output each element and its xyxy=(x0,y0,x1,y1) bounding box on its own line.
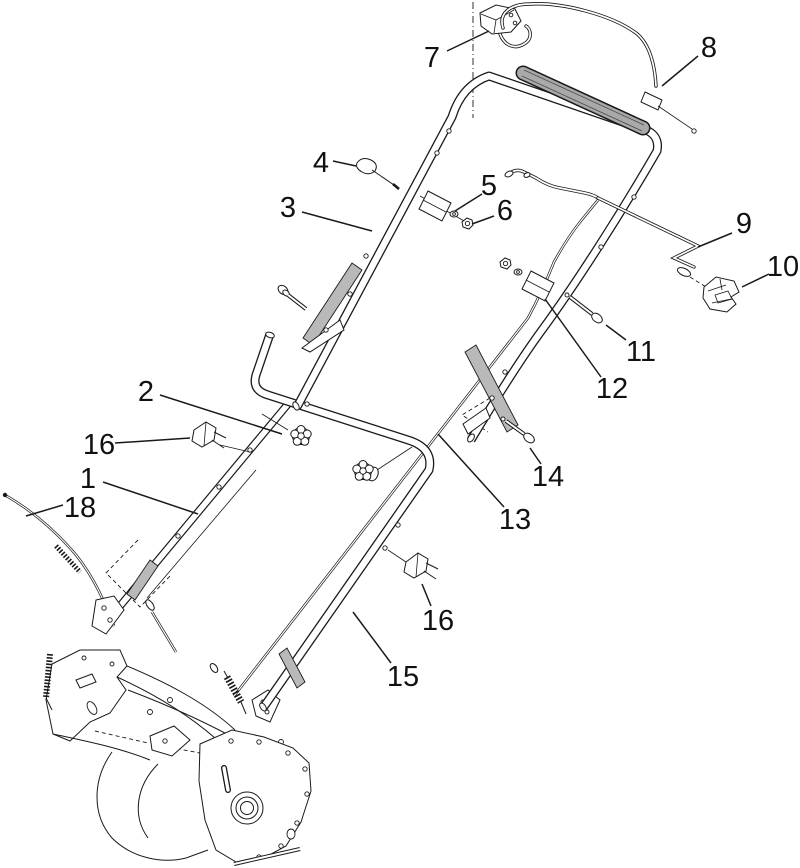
nut-6 xyxy=(461,217,474,230)
callout-9-label: 9 xyxy=(736,208,752,240)
clamp-assembly-left xyxy=(418,190,474,230)
callout-11-leader xyxy=(605,324,627,341)
callout-8-label: 8 xyxy=(701,32,717,64)
callout-13-leader xyxy=(437,433,505,508)
callout-1: 1 xyxy=(80,463,199,515)
callout-7-leader xyxy=(446,30,490,52)
mower-deck xyxy=(43,649,312,866)
callout-12-leader xyxy=(544,298,602,378)
brake-cable xyxy=(232,199,600,697)
lower-handle-13-15 xyxy=(250,331,435,712)
callout-2-leader xyxy=(159,394,283,435)
knob-2-left xyxy=(290,425,312,446)
wire-rod-9 xyxy=(596,196,707,288)
reference-dashed-lines xyxy=(94,2,491,754)
lever-4 xyxy=(356,158,400,190)
callout-15-leader xyxy=(352,611,392,664)
callout-3: 3 xyxy=(280,192,373,232)
rod-18 xyxy=(2,492,116,627)
callout-8: 8 xyxy=(661,32,717,87)
callout-11: 11 xyxy=(605,324,656,368)
callout-2: 2 xyxy=(138,376,283,435)
cable-conduit xyxy=(504,168,600,200)
callout-5: 5 xyxy=(454,170,497,212)
nut xyxy=(499,257,512,270)
callout-16b-leader xyxy=(421,583,432,607)
callout-18: 18 xyxy=(25,492,96,524)
callout-16a-label: 16 xyxy=(83,429,115,461)
callout-12: 12 xyxy=(544,298,628,405)
callout-7: 7 xyxy=(424,30,490,74)
clamp-assembly-12 xyxy=(499,257,603,324)
callout-4: 4 xyxy=(313,147,357,179)
callout-6: 6 xyxy=(471,195,513,227)
knob-2-right xyxy=(352,460,379,482)
callout-1-label: 1 xyxy=(80,463,96,495)
callout-3-leader xyxy=(301,211,373,232)
callout-15-label: 15 xyxy=(387,661,419,693)
callout-7-label: 7 xyxy=(424,42,440,74)
callout-14: 14 xyxy=(529,447,564,493)
bracket-10 xyxy=(702,276,740,313)
callout-5-label: 5 xyxy=(481,170,497,202)
callout-10-label: 10 xyxy=(767,251,799,283)
callout-10-leader xyxy=(741,273,770,288)
callout-4-label: 4 xyxy=(313,147,329,179)
callout-16a-leader xyxy=(114,437,191,444)
callout-9-leader xyxy=(697,232,733,248)
screw-11 xyxy=(564,292,603,324)
left-cable xyxy=(145,469,257,653)
bolt-left-leg xyxy=(277,284,308,311)
handle-grip xyxy=(515,65,651,136)
cable-clip-16-lower xyxy=(403,552,439,580)
callout-2-label: 2 xyxy=(138,376,154,408)
upper-handle-3 xyxy=(292,65,662,443)
callout-5-leader xyxy=(454,193,483,212)
callout-3-label: 3 xyxy=(280,192,296,224)
callout-6-label: 6 xyxy=(497,195,513,227)
callout-8-leader xyxy=(661,55,699,87)
callout-18-leader xyxy=(25,504,64,517)
callout-18-label: 18 xyxy=(64,492,96,524)
callout-9: 9 xyxy=(697,208,752,248)
callout-16b: 16 xyxy=(421,583,454,637)
callout-4-leader xyxy=(332,160,357,167)
callout-13: 13 xyxy=(437,433,531,536)
callout-6-leader xyxy=(471,215,495,225)
callout-16b-label: 16 xyxy=(422,605,454,637)
callout-14-leader xyxy=(529,447,542,465)
cable-clip-16-upper xyxy=(191,421,251,453)
bail-rod-8 xyxy=(500,2,697,134)
callout-13-label: 13 xyxy=(499,504,531,536)
callout-14-label: 14 xyxy=(532,461,564,493)
callout-15: 15 xyxy=(352,611,419,693)
screw-14 xyxy=(500,416,535,444)
callout-16a: 16 xyxy=(83,429,191,461)
callout-11-label: 11 xyxy=(626,336,656,368)
callout-10: 10 xyxy=(741,251,799,288)
callout-1-leader xyxy=(102,481,199,515)
lower-left-tube-1 xyxy=(91,401,292,635)
callout-12-label: 12 xyxy=(596,373,628,405)
cable-spring xyxy=(209,663,247,715)
